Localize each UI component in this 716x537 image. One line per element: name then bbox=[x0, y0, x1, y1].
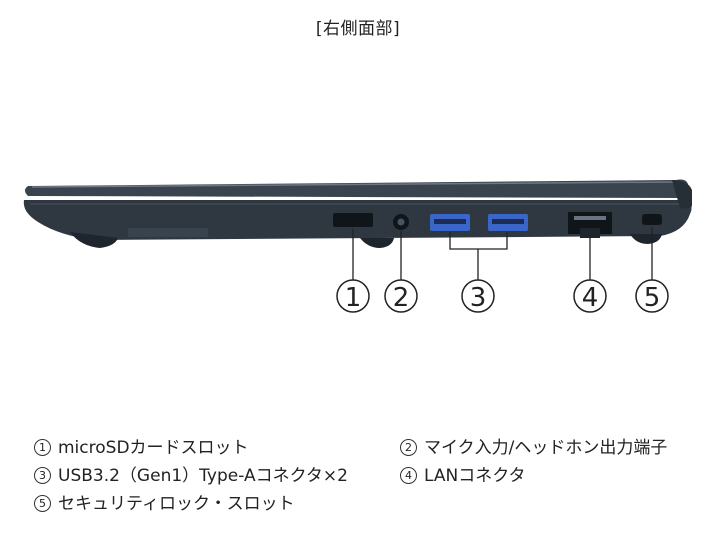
laptop-lid bbox=[25, 179, 688, 198]
callout-number-2: 2 bbox=[393, 283, 410, 313]
callout-circle-4 bbox=[573, 279, 607, 313]
lan-port-contacts bbox=[574, 216, 606, 220]
legend-mark-4: 4 bbox=[400, 467, 417, 484]
usb-port-2-tongue bbox=[492, 219, 524, 224]
legend-mark-2: 2 bbox=[400, 439, 417, 456]
page-title: [右側面部] bbox=[315, 19, 401, 39]
legend-label-5: セキュリティロック・スロット bbox=[58, 494, 295, 514]
rear-foot bbox=[630, 234, 662, 244]
legend-label-4: LANコネクタ bbox=[424, 466, 526, 486]
hinge bbox=[672, 180, 692, 209]
security-lock-slot bbox=[642, 214, 662, 225]
legend-mark-1: 1 bbox=[34, 439, 51, 456]
callout-number-4: 4 bbox=[582, 283, 599, 313]
usb-port-1-tongue bbox=[434, 219, 466, 224]
callout-number-1: 1 bbox=[345, 283, 362, 313]
legend-mark-5: 5 bbox=[34, 495, 51, 512]
callout-number-3: 3 bbox=[470, 283, 487, 313]
callout-number-5: 5 bbox=[644, 283, 661, 313]
legend-item-5: 5 セキュリティロック・スロット bbox=[34, 489, 295, 514]
lid-highlight bbox=[31, 181, 677, 188]
legend-mark-3: 3 bbox=[34, 467, 51, 484]
callout-circle-3 bbox=[461, 279, 495, 313]
microsd-slot bbox=[333, 213, 373, 227]
front-foot bbox=[70, 232, 118, 248]
legend-item-1: 1 microSDカードスロット bbox=[34, 433, 249, 458]
legend-item-4: 4 LANコネクタ bbox=[400, 461, 526, 486]
middle-foot bbox=[360, 238, 394, 248]
callout-circle-5 bbox=[635, 279, 669, 313]
leader-line-3 bbox=[449, 232, 508, 280]
legend-label-1: microSDカードスロット bbox=[58, 438, 249, 458]
audio-jack-inner bbox=[397, 218, 405, 226]
legend-label-2: マイク入力/ヘッドホン出力端子 bbox=[424, 438, 668, 458]
callout-circle-2 bbox=[384, 279, 418, 313]
lan-port-latch bbox=[580, 228, 600, 238]
callout-circle-1 bbox=[336, 279, 370, 313]
legend-item-3: 3 USB3.2（Gen1）Type-Aコネクタ×2 bbox=[34, 461, 348, 486]
legend-item-2: 2 マイク入力/ヘッドホン出力端子 bbox=[400, 433, 667, 458]
legend-label-3: USB3.2（Gen1）Type-Aコネクタ×2 bbox=[58, 466, 348, 486]
speaker-grille bbox=[128, 228, 208, 237]
